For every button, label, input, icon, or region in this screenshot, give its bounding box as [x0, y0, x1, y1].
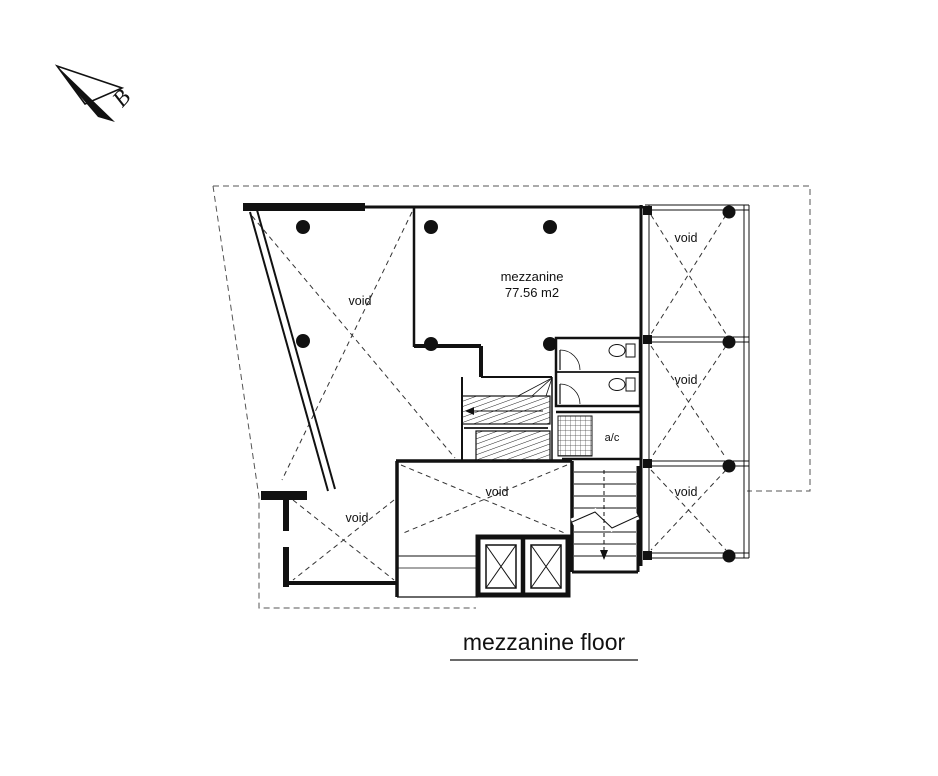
void-label-right-middle: void	[675, 373, 698, 387]
void-label-lower-left: void	[346, 511, 369, 525]
void-label-center: void	[486, 485, 509, 499]
north-arrow-icon: B	[54, 64, 135, 122]
columns	[296, 205, 736, 563]
void-label-right-bottom: void	[675, 485, 698, 499]
toilets	[554, 336, 642, 408]
staircase-upper	[461, 377, 553, 462]
staircase-lower	[570, 470, 640, 560]
labels: mezzanine 77.56 m2 void void void void v…	[346, 231, 698, 525]
ac-room	[556, 410, 640, 461]
plan-title: mezzanine floor	[450, 629, 638, 661]
plan-title-text: mezzanine floor	[463, 629, 626, 655]
void-label-right-top: void	[675, 231, 698, 245]
mezzanine-area-label: 77.56 m2	[505, 285, 559, 300]
void-label-upper-left: void	[349, 294, 372, 308]
void-cross-dashed-lines	[251, 211, 727, 581]
mezzanine-label: mezzanine	[501, 269, 564, 284]
property-boundary-dashed	[212, 185, 811, 609]
ac-label: a/c	[605, 432, 620, 444]
elevator-shafts	[475, 534, 571, 598]
